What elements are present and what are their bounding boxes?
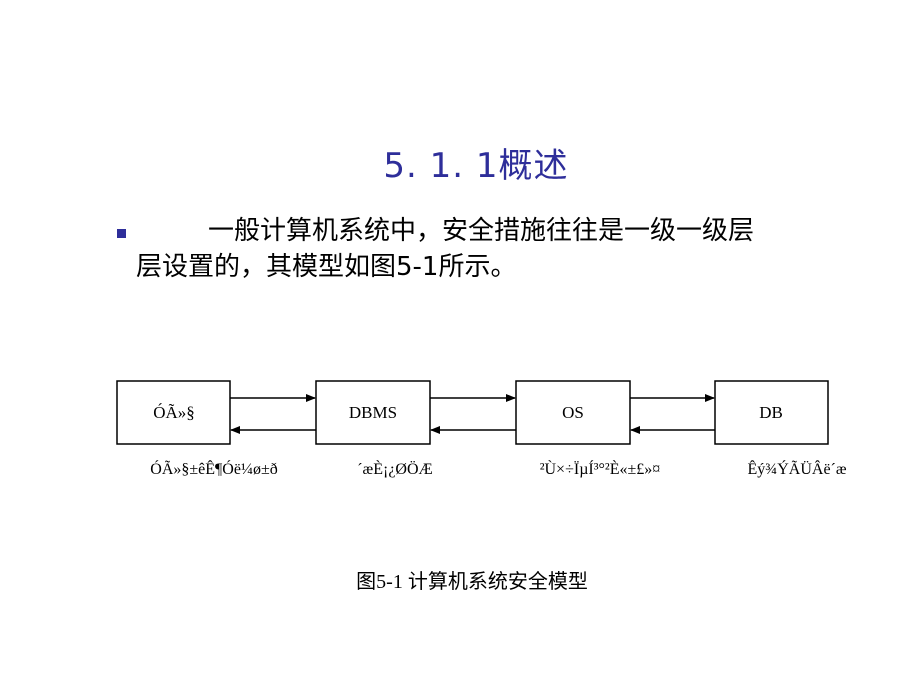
bullet-icon [117, 229, 126, 238]
box-user-label: ÓÃ»§ [153, 403, 195, 422]
intro-paragraph: 一般计算机系统中，安全措施往往是一级一级层 层设置的，其模型如图5-1所示。 [136, 213, 856, 285]
figure-caption: 图5-1 计算机系统安全模型 [356, 571, 588, 593]
slide-title: 5. 1. 1概述 [383, 146, 569, 186]
box-user [116, 380, 231, 445]
box-db-label: DB [759, 403, 783, 422]
box-os-label: OS [562, 403, 584, 422]
box-db [714, 380, 829, 445]
sublabel-data-encryption: Êý¾ÝÃÜÂë´æ [747, 459, 846, 478]
paragraph-line-1: 一般计算机系统中，安全措施往往是一级一级层 [208, 216, 755, 246]
sublabel-access-control: ´æÈ¡¿ØÖÆ [357, 459, 433, 478]
paragraph-line-2: 层设置的，其模型如图5-1所示。 [136, 252, 517, 282]
box-os [515, 380, 631, 445]
sublabel-os-protection: ²Ù×÷ÏµÍ³°²È«±£»¤ [540, 459, 661, 478]
box-dbms-label: DBMS [349, 403, 397, 422]
sublabel-user-auth: ÓÃ»§±êÊ¶Óë¼ø±ð [150, 459, 277, 478]
box-dbms [315, 380, 431, 445]
